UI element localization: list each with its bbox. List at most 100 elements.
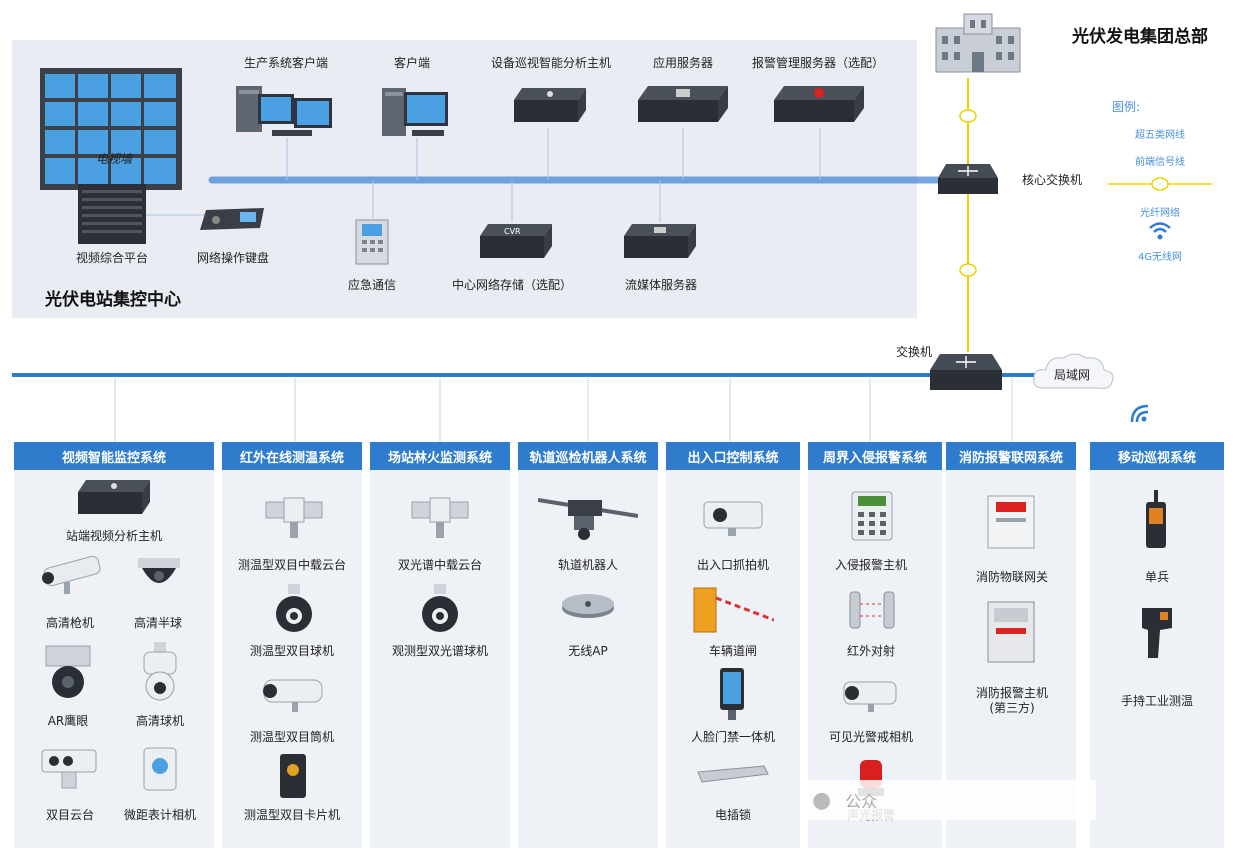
device-label: 消防物联网关 xyxy=(975,570,1049,584)
device-label: 消防报警主机 xyxy=(975,686,1049,700)
device-label: (第三方) xyxy=(989,701,1035,715)
legend-item-signal: 前端信号线 xyxy=(1135,157,1185,168)
hq-building-icon xyxy=(935,13,1021,73)
device-label: 报警管理服务器（选配） xyxy=(751,56,885,70)
barrier-gate-icon xyxy=(693,587,774,633)
infrared-beam-icon xyxy=(849,591,895,629)
device-label: 中心网络存储（选配） xyxy=(451,278,573,292)
rail-robot-icon xyxy=(538,498,638,540)
cvr-storage-icon: CVR xyxy=(480,224,552,258)
device-label: 视频综合平台 xyxy=(75,251,149,265)
fiber-coupler xyxy=(959,263,977,277)
cvr-text: CVR xyxy=(504,227,521,236)
bispectral-dome-icon xyxy=(422,584,458,632)
warning-camera-icon xyxy=(843,681,897,712)
wechat-icon: ● xyxy=(812,787,832,813)
bullet-camera-icon xyxy=(42,555,101,594)
device-label: 可见光警戒相机 xyxy=(828,730,914,744)
analysis-host-icon xyxy=(514,88,586,122)
device-label: 测温型双目筒机 xyxy=(249,730,335,744)
control-center-title: 光伏电站集控中心 xyxy=(45,290,181,310)
bispectral-ptz-icon xyxy=(411,497,469,538)
dome-camera-icon xyxy=(138,558,180,583)
wireless-signal-icon xyxy=(1130,404,1149,423)
fire-iot-gateway-icon xyxy=(987,495,1035,549)
streaming-server-icon xyxy=(624,224,696,258)
fiber-coupler xyxy=(959,109,977,123)
intrusion-host-icon xyxy=(851,491,893,541)
device-label: 应用服务器 xyxy=(652,56,714,70)
device-label: 单兵 xyxy=(1144,570,1170,584)
device-label: AR鹰眼 xyxy=(47,714,89,728)
ar-eagle-eye-icon xyxy=(45,645,91,698)
workstation-icon xyxy=(236,86,332,136)
face-terminal-icon xyxy=(720,668,744,720)
legend-item-cat5: 超五类网线 xyxy=(1135,130,1185,141)
device-label: 测温型双目球机 xyxy=(249,644,335,658)
device-label: 红外对射 xyxy=(846,644,896,658)
client-pc-icon xyxy=(382,88,448,136)
device-label: 网络操作键盘 xyxy=(196,251,270,265)
meter-camera-icon xyxy=(143,747,177,791)
device-label: 双目云台 xyxy=(45,808,95,822)
electric-lock-icon xyxy=(697,765,769,783)
legend-item-4g: 4G无线网 xyxy=(1137,252,1183,263)
system-header: 周界入侵报警系统 xyxy=(808,442,942,470)
device-label: 无线AP xyxy=(568,644,608,658)
system-header: 红外在线测温系统 xyxy=(222,442,362,470)
device-label: 双光谱中载云台 xyxy=(397,558,483,572)
device-label: 流媒体服务器 xyxy=(624,278,698,292)
device-label: 生产系统客户端 xyxy=(243,56,329,70)
device-label: 客户端 xyxy=(393,56,431,70)
body-camera-icon xyxy=(1146,490,1166,548)
handheld-thermometer-icon xyxy=(1142,608,1172,658)
thermal-dome-icon xyxy=(276,584,312,632)
system-header: 消防报警联网系统 xyxy=(946,442,1076,470)
device-label: 高清球机 xyxy=(135,714,185,728)
dual-ptz-icon xyxy=(41,749,97,789)
device-label: 高清半球 xyxy=(133,616,183,630)
video-wall-text: 电视墙 xyxy=(96,152,133,166)
device-label: 手持工业测温 xyxy=(1120,694,1194,708)
system-header: 出入口控制系统 xyxy=(666,442,800,470)
device-label: 站端视频分析主机 xyxy=(65,529,163,543)
hq-title: 光伏发电集团总部 xyxy=(1072,27,1208,47)
fire-alarm-host-icon xyxy=(987,601,1035,663)
switch-label: 交换机 xyxy=(896,345,933,359)
video-platform-icon xyxy=(78,184,146,244)
analysis-host-icon xyxy=(78,480,150,514)
app-server-icon xyxy=(638,86,728,122)
wireless-ap-icon xyxy=(562,594,614,618)
watermark: ● 公众 xyxy=(808,780,1096,820)
legend-title: 图例: xyxy=(1112,100,1141,114)
device-label: 人脸门禁一体机 xyxy=(690,730,776,744)
device-label: 测温型双目卡片机 xyxy=(243,808,341,822)
core-switch-label: 核心交换机 xyxy=(1022,173,1083,187)
entrance-camera-icon xyxy=(703,501,763,536)
system-header: 视频智能监控系统 xyxy=(14,442,214,470)
ptz-dome-icon xyxy=(143,642,177,701)
device-label: 观测型双光谱球机 xyxy=(391,644,489,658)
legend-item-fiber: 光纤网络 xyxy=(1140,208,1180,219)
watermark-text: 公众 xyxy=(845,792,878,811)
thermal-ptz-icon xyxy=(265,497,323,538)
device-label: 高清枪机 xyxy=(45,616,95,630)
device-label: 轨道机器人 xyxy=(557,558,619,572)
keyboard-icon xyxy=(200,208,264,230)
system-header: 轨道巡检机器人系统 xyxy=(518,442,658,470)
thermal-bullet-icon xyxy=(263,679,323,712)
device-label: 电插锁 xyxy=(714,808,752,822)
device-label: 出入口抓拍机 xyxy=(696,558,770,572)
lan-cloud-icon xyxy=(1033,353,1114,389)
thermal-card-camera-icon xyxy=(280,754,306,798)
switch-icon xyxy=(930,354,1002,390)
device-label: 入侵报警主机 xyxy=(834,558,908,572)
device-label: 应急通信 xyxy=(347,278,397,292)
video-wall-icon xyxy=(40,68,182,190)
emergency-phone-icon xyxy=(355,219,389,265)
system-header: 场站林火监测系统 xyxy=(370,442,510,470)
device-label: 设备巡视智能分析主机 xyxy=(490,56,612,70)
wifi-icon xyxy=(1149,222,1171,240)
core-switch-icon xyxy=(938,164,998,194)
